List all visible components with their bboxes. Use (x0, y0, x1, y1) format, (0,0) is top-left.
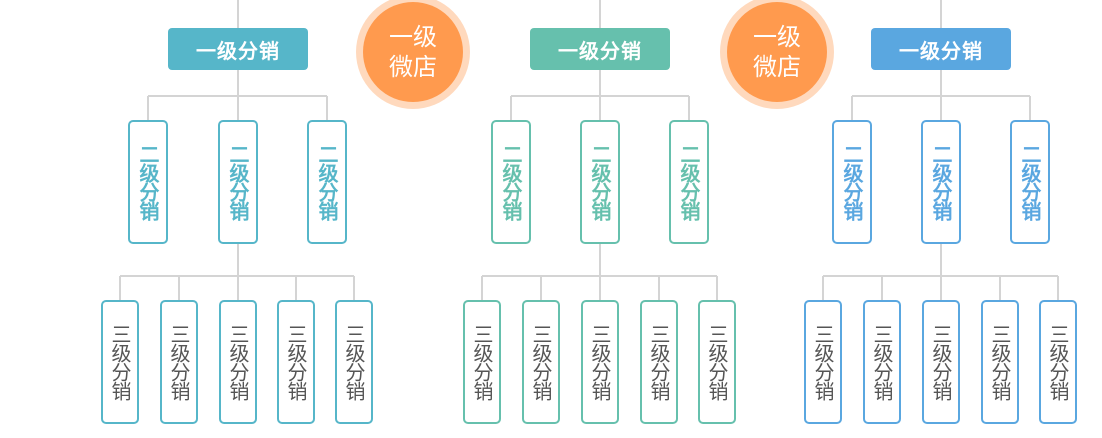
level2-node-1-1: 二级分销 (128, 120, 168, 244)
level3-node-3-2-label: 三级分销 (870, 324, 894, 400)
level3-node-3-5-label: 三级分销 (1046, 324, 1070, 400)
level3-node-3-1-label: 三级分销 (811, 324, 835, 400)
level1-node-1: 一级分销 (168, 28, 308, 70)
level2-node-3-1-label: 二级分销 (840, 144, 864, 220)
level2-node-2-3-label: 二级分销 (677, 144, 701, 220)
level2-node-2-1: 二级分销 (491, 120, 531, 244)
level2-node-3-2: 二级分销 (921, 120, 961, 244)
level2-node-3-1: 二级分销 (832, 120, 872, 244)
level2-node-3-3: 二级分销 (1010, 120, 1050, 244)
level3-node-2-1: 三级分销 (463, 300, 501, 424)
level2-node-2-2-label: 二级分销 (588, 144, 612, 220)
level2-node-2-1-label: 二级分销 (499, 144, 523, 220)
level2-node-3-3-label: 二级分销 (1018, 144, 1042, 220)
level3-node-2-5-label: 三级分销 (705, 324, 729, 400)
level2-node-1-2-label: 二级分销 (226, 144, 250, 220)
level3-node-3-3-label: 三级分销 (929, 324, 953, 400)
level2-node-2-3: 二级分销 (669, 120, 709, 244)
level3-node-3-3: 三级分销 (922, 300, 960, 424)
micro-shop-label: 一级微店 (363, 2, 463, 102)
level3-node-2-4-label: 三级分销 (647, 324, 671, 400)
level3-node-1-4: 三级分销 (277, 300, 315, 424)
level3-node-3-1: 三级分销 (804, 300, 842, 424)
level1-node-2: 一级分销 (530, 28, 670, 70)
level2-node-1-1-label: 二级分销 (136, 144, 160, 220)
level3-node-3-2: 三级分销 (863, 300, 901, 424)
level2-node-1-3: 二级分销 (307, 120, 347, 244)
level3-node-1-5-label: 三级分销 (342, 324, 366, 400)
level2-node-1-3-label: 二级分销 (315, 144, 339, 220)
micro-shop-label: 一级微店 (727, 2, 827, 102)
micro-shop-2: 一级微店 (720, 0, 834, 109)
level3-node-2-5: 三级分销 (698, 300, 736, 424)
level3-node-1-3: 三级分销 (219, 300, 257, 424)
level3-node-1-3-label: 三级分销 (226, 324, 250, 400)
level3-node-1-2-label: 三级分销 (167, 324, 191, 400)
level3-node-1-1: 三级分销 (101, 300, 139, 424)
level3-node-2-1-label: 三级分销 (470, 324, 494, 400)
level3-node-3-4: 三级分销 (981, 300, 1019, 424)
level2-node-1-2: 二级分销 (218, 120, 258, 244)
level3-node-2-2: 三级分销 (522, 300, 560, 424)
level3-node-2-2-label: 三级分销 (529, 324, 553, 400)
level1-node-3: 一级分销 (871, 28, 1011, 70)
level3-node-1-1-label: 三级分销 (108, 324, 132, 400)
level3-node-1-5: 三级分销 (335, 300, 373, 424)
micro-shop-1: 一级微店 (356, 0, 470, 109)
level2-node-3-2-label: 二级分销 (929, 144, 953, 220)
level3-node-3-4-label: 三级分销 (988, 324, 1012, 400)
level2-node-2-2: 二级分销 (580, 120, 620, 244)
level3-node-2-3: 三级分销 (581, 300, 619, 424)
level3-node-2-3-label: 三级分销 (588, 324, 612, 400)
level3-node-1-4-label: 三级分销 (284, 324, 308, 400)
level3-node-1-2: 三级分销 (160, 300, 198, 424)
level3-node-2-4: 三级分销 (640, 300, 678, 424)
level3-node-3-5: 三级分销 (1039, 300, 1077, 424)
